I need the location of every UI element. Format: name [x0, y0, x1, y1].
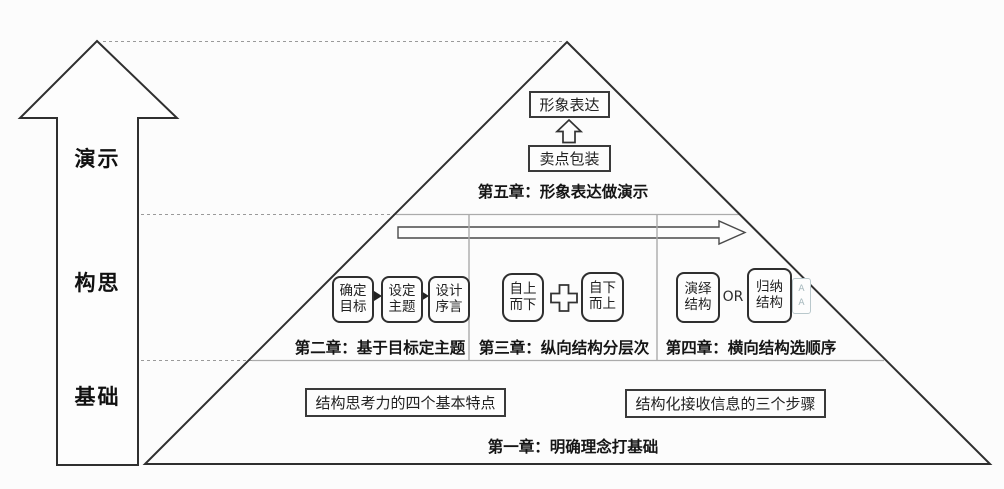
font-size-icon: A A: [792, 278, 811, 314]
caption-chapter4: 第四章：横向结构选顺序: [665, 338, 837, 357]
step-box-set-theme: 设定 主题: [381, 276, 423, 323]
or-label: OR: [722, 289, 744, 305]
box-visual-expression: 形象表达: [529, 91, 610, 118]
step-box-set-goal: 确定 目标: [332, 276, 374, 323]
pyramid-outline: [142, 40, 993, 465]
step-box-line: 序言: [435, 298, 463, 315]
step-box-line: 主题: [388, 298, 416, 315]
box-inductive-line: 结构: [756, 294, 783, 311]
caption-chapter2: 第二章：基于目标定主题: [294, 338, 466, 357]
axis-level-present: 演示: [74, 147, 121, 171]
flow-right-arrow: [397, 219, 747, 246]
box-inductive-line: 归纳: [756, 278, 783, 295]
axis-level-conceive: 构思: [74, 271, 121, 295]
step-connector-arrow: [421, 291, 429, 301]
caption-chapter5: 第五章：形象表达做演示: [477, 182, 649, 201]
box-deductive-line: 结构: [684, 296, 712, 313]
font-size-icon-letter: A: [798, 283, 805, 294]
step-box-line: 确定: [339, 282, 367, 299]
font-size-icon-letter: A: [798, 298, 805, 308]
caption-chapter1: 第一章：明确理念打基础: [487, 437, 659, 456]
box-inductive-structure: 归纳 结构: [747, 268, 792, 323]
axis-up-arrow: [17, 39, 180, 466]
plus-icon: [550, 284, 578, 312]
box-bottom-up: 自下 而上: [581, 272, 624, 322]
box-three-steps-receiving: 结构化接收信息的三个步骤: [625, 389, 826, 418]
step-box-design-preface: 设计 序言: [428, 276, 470, 323]
box-top-down: 自上 而下: [502, 273, 544, 322]
box-bottom-up-line: 而上: [589, 296, 616, 312]
box-bottom-up-line: 自下: [589, 280, 616, 297]
box-four-basic-features: 结构思考力的四个基本特点: [305, 388, 506, 417]
step-connector-arrow: [374, 291, 382, 301]
box-selling-point-packaging: 卖点包装: [528, 145, 611, 172]
box-deductive-line: 演绎: [684, 280, 712, 297]
axis-level-foundation: 基础: [74, 385, 121, 409]
box-deductive-structure: 演绎 结构: [676, 272, 720, 323]
caption-chapter3: 第三章：纵向结构分层次: [478, 338, 650, 357]
step-box-line: 设定: [388, 282, 416, 299]
box-top-down-line: 自上: [509, 280, 537, 297]
step-box-line: 设计: [435, 282, 463, 299]
up-arrow-icon: [554, 118, 584, 144]
box-top-down-line: 而下: [509, 296, 537, 313]
step-box-line: 目标: [339, 298, 367, 315]
